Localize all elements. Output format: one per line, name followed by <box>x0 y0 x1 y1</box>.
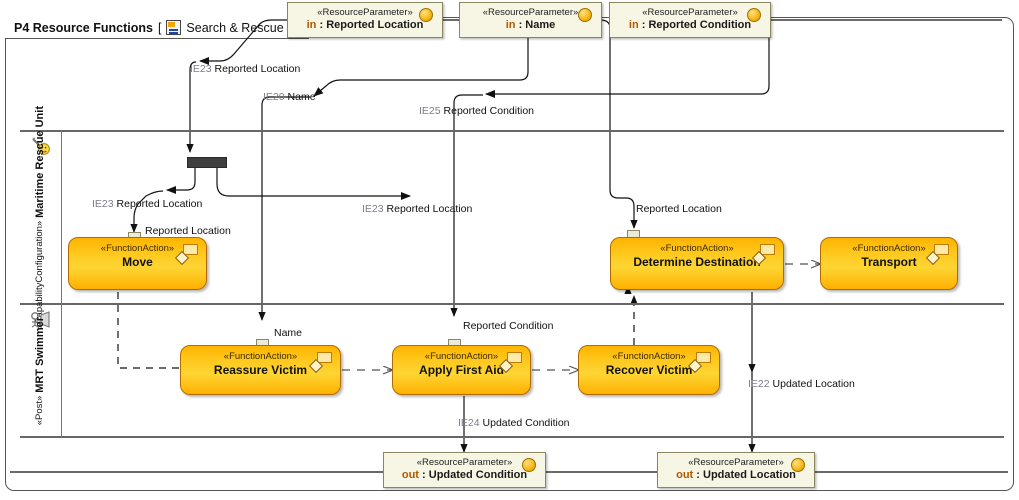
parameter-name: Reported Location <box>326 18 424 31</box>
bracket-open: [ <box>157 20 162 35</box>
action-stereotype: «FunctionAction» <box>852 243 926 254</box>
action-determine-destination[interactable]: «FunctionAction» Determine Destination <box>610 237 784 290</box>
action-reassure-victim[interactable]: «FunctionAction» Reassure Victim <box>180 345 341 395</box>
parameter-direction: out <box>401 468 419 481</box>
parameter-ball-icon <box>419 8 433 22</box>
edge-label-ie23-mid: IE23 Reported Location <box>362 203 472 215</box>
edge-label-ie25-top: IE25 Reported Condition <box>419 105 534 117</box>
action-move[interactable]: «FunctionAction» Move <box>68 237 207 290</box>
lane-stereotype: «Post» <box>34 396 46 426</box>
action-behavior-icon <box>760 244 775 255</box>
action-transport[interactable]: «FunctionAction» Transport <box>820 237 958 290</box>
fork-node <box>187 157 227 168</box>
parameter-stereotype: «ResourceParameter» <box>317 6 413 18</box>
parameter-stereotype: «ResourceParameter» <box>642 6 738 18</box>
edge-name: Name <box>287 91 316 103</box>
edge-label-ie20-top: IE20 Name <box>263 91 316 103</box>
capability-configuration-icon <box>30 136 52 161</box>
action-name: Reassure Victim <box>213 363 308 378</box>
action-recover-victim[interactable]: «FunctionAction» Recover Victim <box>578 345 720 395</box>
resource-parameter-out-updated-condition[interactable]: «ResourceParameter» out : Updated Condit… <box>383 452 546 488</box>
parameter-ball-icon <box>578 8 592 22</box>
parameter-ball-icon <box>747 8 761 22</box>
parameter-ball-icon <box>791 458 805 472</box>
parameter-name: Updated Location <box>703 468 796 481</box>
parameter-label: in : Reported Location <box>307 19 424 32</box>
edge-label-ie23-top: IE23 Reported Location <box>190 63 300 75</box>
parameter-direction: in <box>628 18 639 31</box>
parameter-separator: : <box>316 18 327 31</box>
parameter-separator: : <box>418 468 429 481</box>
lane-name: Maritime Rescue Unit <box>34 105 47 218</box>
resource-parameter-out-updated-location[interactable]: «ResourceParameter» out : Updated Locati… <box>657 452 815 488</box>
action-name: Transport <box>861 255 917 270</box>
edge-id: IE23 <box>190 63 212 75</box>
edge-id: IE24 <box>458 417 480 429</box>
lane-maritime-rescue-unit <box>20 130 1004 305</box>
parameter-stereotype: «ResourceParameter» <box>482 6 579 18</box>
edge-label-ie23-left: IE23 Reported Location <box>92 198 202 210</box>
parameter-ball-icon <box>522 458 536 472</box>
action-stereotype: «FunctionAction» <box>223 351 298 362</box>
edge-name: Reported Condition <box>443 105 535 117</box>
resource-parameter-in-reported-location[interactable]: «ResourceParameter» in : Reported Locati… <box>287 2 443 38</box>
edge-id: IE23 <box>92 198 114 210</box>
parameter-direction: out <box>676 468 694 481</box>
pin-label-apply-first-aid-reported-condition: Reported Condition <box>463 320 554 332</box>
pin-label-determine-destination-reported-location: Reported Location <box>636 203 722 215</box>
parameter-label: out : Updated Condition <box>402 469 527 482</box>
edge-label-ie22-right: IE22 Updated Location <box>748 378 855 390</box>
parameter-separator: : <box>638 18 649 31</box>
action-behavior-icon <box>507 352 522 363</box>
edge-label-ie24-bottom: IE24 Updated Condition <box>458 417 570 429</box>
parameter-direction: in <box>306 18 317 31</box>
edge-name: Reported Location <box>116 198 203 210</box>
edge-id: IE22 <box>748 378 770 390</box>
action-behavior-icon <box>934 244 949 255</box>
action-behavior-icon <box>317 352 332 363</box>
parameter-name: Reported Condition <box>648 18 752 31</box>
action-stereotype: «FunctionAction» <box>660 243 734 254</box>
edge-id: IE20 <box>263 91 285 103</box>
resource-parameter-in-name[interactable]: «ResourceParameter» in : Name <box>459 2 602 38</box>
parameter-separator: : <box>693 468 703 481</box>
parameter-direction: in <box>505 18 516 31</box>
action-behavior-icon <box>696 352 711 363</box>
edge-id: IE25 <box>419 105 441 117</box>
diagram-frame-title[interactable]: P4 Resource Functions [ Search & Rescue … <box>5 17 309 39</box>
lane-header-maritime-rescue-unit[interactable]: «CapabilityConfiguration» Maritime Rescu… <box>20 106 62 329</box>
action-stereotype: «FunctionAction» <box>100 243 175 254</box>
lane-header-mrt-swimmer[interactable]: «Post» MRT Swimmer <box>20 305 62 438</box>
edge-name: Reported Location <box>214 63 301 75</box>
action-stereotype: «FunctionAction» <box>424 351 499 362</box>
edge-name: Reported Location <box>386 203 473 215</box>
parameter-name: Name <box>525 18 556 31</box>
parameter-stereotype: «ResourceParameter» <box>416 456 513 468</box>
diagram-context: Search & Rescue <box>186 20 284 35</box>
edge-name: Updated Condition <box>482 417 570 429</box>
action-behavior-icon <box>183 244 198 255</box>
parameter-label: out : Updated Location <box>676 469 796 482</box>
parameter-name: Updated Condition <box>428 468 528 481</box>
action-name: Apply First Aid <box>419 363 504 378</box>
action-name: Determine Destination <box>633 255 761 270</box>
pin-label-reassure-victim-name: Name <box>274 327 303 339</box>
action-name: Move <box>122 255 153 270</box>
parameter-label: in : Reported Condition <box>629 19 751 32</box>
lane-mrt-swimmer <box>20 305 1004 438</box>
lane-name: MRT Swimmer <box>34 317 47 394</box>
action-stereotype: «FunctionAction» <box>612 351 686 362</box>
pin-label-move-reported-location: Reported Location <box>145 225 231 237</box>
edge-id: IE23 <box>362 203 384 215</box>
action-name: Recover Victim <box>605 363 693 378</box>
page-title: P4 Resource Functions <box>14 20 153 35</box>
edge-name: Updated Location <box>772 378 855 390</box>
parameter-separator: : <box>515 18 526 31</box>
post-role-icon <box>30 311 52 336</box>
activity-diagram-icon <box>166 20 181 35</box>
resource-parameter-in-reported-condition[interactable]: «ResourceParameter» in : Reported Condit… <box>609 2 771 38</box>
parameter-label: in : Name <box>506 19 556 32</box>
parameter-stereotype: «ResourceParameter» <box>688 456 784 468</box>
action-apply-first-aid[interactable]: «FunctionAction» Apply First Aid <box>392 345 531 395</box>
